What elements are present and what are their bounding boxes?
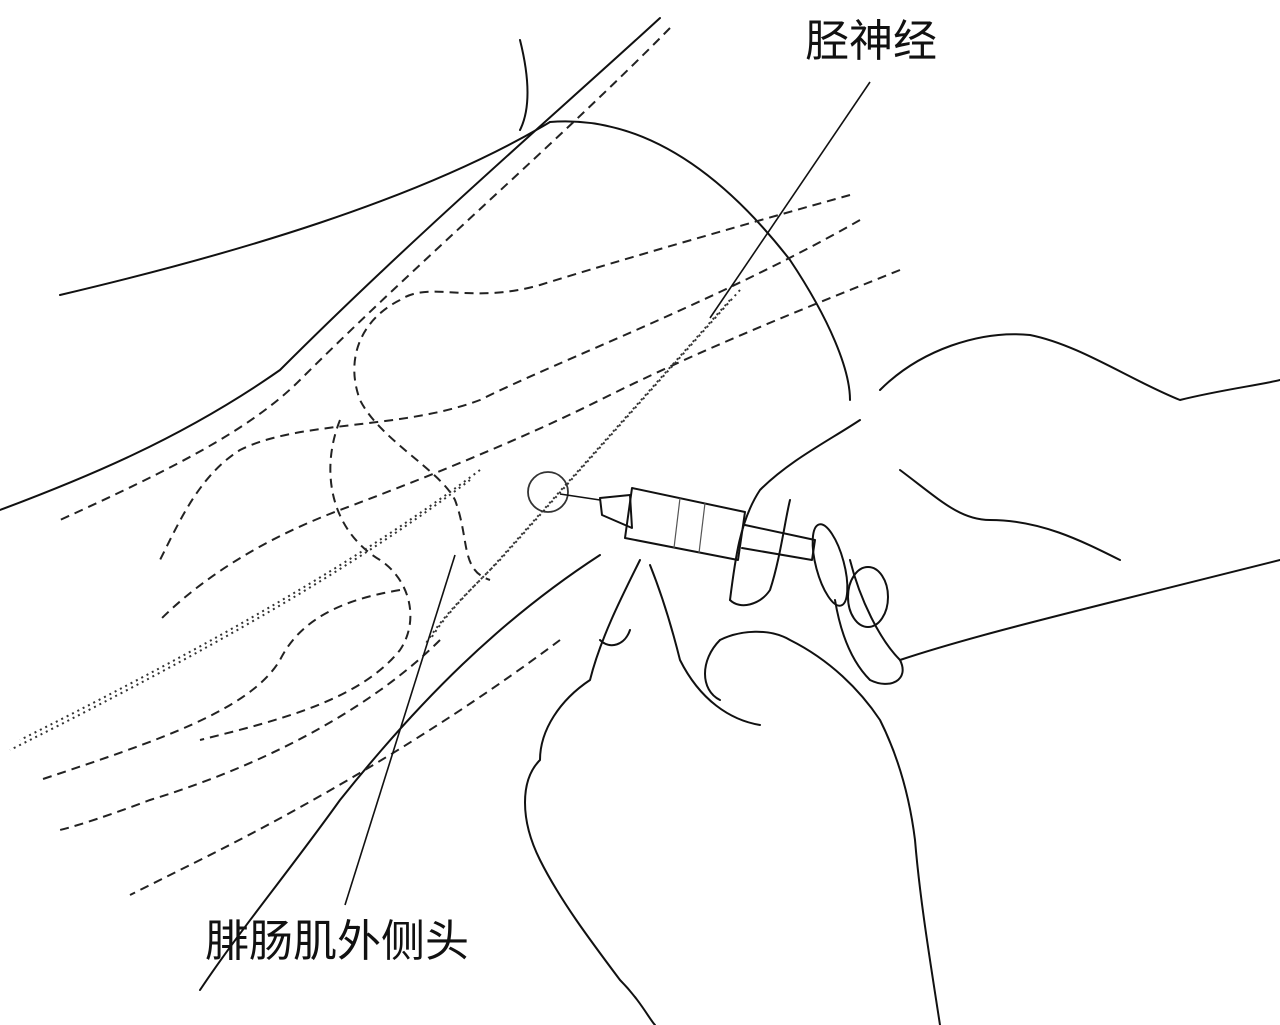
palm-lower-contour <box>899 559 1280 661</box>
muscle-edge-1 <box>59 27 671 521</box>
index-finger <box>729 419 861 601</box>
calf-back-contour <box>199 554 601 991</box>
left-hand-outer <box>524 559 656 1025</box>
muscle-boundaries <box>39 27 901 896</box>
calf-edge-lower <box>129 639 561 896</box>
peroneal-path-2 <box>9 479 471 751</box>
syringe-barrel <box>624 487 746 561</box>
label-gastrocnemius-lateral-head: 腓肠肌外侧头 <box>205 916 469 967</box>
index-tip <box>729 499 791 607</box>
syringe <box>559 487 849 607</box>
soleus-edge <box>39 589 401 781</box>
thigh-lower-contour <box>0 17 661 511</box>
left-hand <box>524 559 941 1025</box>
tibial-nerve-path-2 <box>424 299 731 646</box>
gastrocnemius-lateral-outline <box>199 419 412 741</box>
peroneal-path <box>19 469 481 741</box>
left-index-finger <box>649 564 761 726</box>
syringe-needle <box>559 493 601 501</box>
calf-edge <box>59 639 441 831</box>
hand-back-contour <box>879 333 1280 401</box>
leg-outline <box>0 17 851 991</box>
thumb <box>834 559 904 685</box>
barrel-mark-1 <box>673 497 681 549</box>
popliteal-fossa-outline <box>353 194 851 581</box>
knuckles <box>899 469 1121 561</box>
left-knuckle <box>704 639 721 701</box>
knee-contour <box>549 120 851 401</box>
barrel-mark-2 <box>698 502 706 554</box>
syringe-plunger-flange <box>811 523 849 607</box>
tibial-nerve-path <box>429 289 741 641</box>
tibial-nerve-course <box>9 289 741 751</box>
leader-line-gastrocnemius <box>344 554 456 906</box>
label-tibial-nerve: 胫神经 <box>805 16 937 67</box>
muscle-edge-2 <box>159 269 901 621</box>
left-fingernail <box>599 629 631 647</box>
thumbnail <box>847 566 889 628</box>
syringe-hub <box>599 494 633 529</box>
leader-line-tibial-nerve <box>709 81 871 319</box>
hamstring-edge <box>159 219 861 561</box>
thigh-upper-contour <box>59 121 551 296</box>
injection-site-marker <box>527 471 569 513</box>
right-hand <box>729 333 1280 685</box>
buttock-crease <box>519 39 529 131</box>
left-hand-inner <box>719 630 941 1025</box>
